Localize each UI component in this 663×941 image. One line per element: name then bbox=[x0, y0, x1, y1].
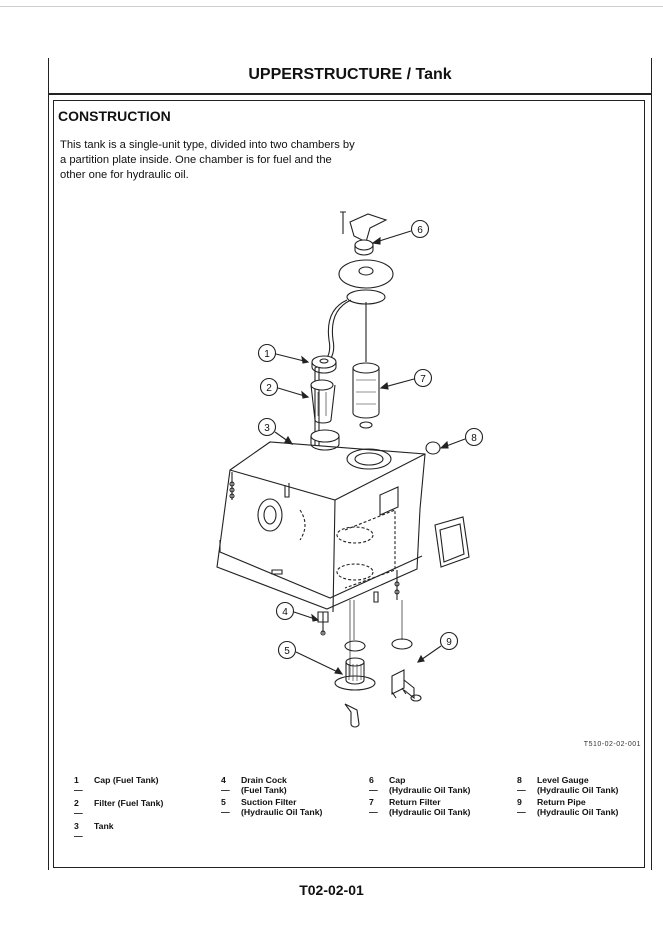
callout-label-8: 8 bbox=[471, 433, 477, 444]
section-title: CONSTRUCTION bbox=[58, 108, 171, 124]
fuel-cap bbox=[311, 355, 337, 374]
legend-text: Tank bbox=[94, 821, 114, 831]
page-title: UPPERSTRUCTURE / Tank bbox=[248, 66, 452, 83]
under-fittings bbox=[373, 570, 400, 603]
hydraulic-cap bbox=[354, 239, 374, 256]
return-filter-element bbox=[352, 302, 380, 429]
legend-subtext: (Hydraulic Oil Tank) bbox=[389, 785, 471, 795]
callout-label-4: 4 bbox=[282, 607, 288, 618]
header-rule bbox=[48, 93, 652, 95]
callout-label-9: 9 bbox=[446, 637, 452, 648]
callout-5 bbox=[277, 640, 344, 675]
o-rings bbox=[344, 638, 413, 652]
legend-num: 1— bbox=[74, 775, 83, 795]
legend-text: Level Gauge bbox=[537, 775, 589, 785]
level-gauge bbox=[425, 441, 470, 568]
legend-text: Filter (Fuel Tank) bbox=[94, 798, 164, 808]
callout-label-6: 6 bbox=[417, 225, 423, 236]
callout-1 bbox=[257, 343, 310, 364]
legend-subtext: (Hydraulic Oil Tank) bbox=[537, 807, 619, 817]
callout-3 bbox=[257, 417, 294, 445]
callout-label-7: 7 bbox=[420, 374, 426, 385]
legend-num: 7— bbox=[369, 797, 378, 817]
return-pipe-fitting bbox=[391, 669, 422, 702]
legend-text: Suction Filter bbox=[241, 797, 297, 807]
frame-right-rule bbox=[651, 58, 652, 870]
cover-plate bbox=[338, 259, 394, 305]
legend-num: 9— bbox=[517, 797, 526, 817]
callout-label-3: 3 bbox=[264, 423, 270, 434]
page-number: T02-02-01 bbox=[299, 882, 364, 898]
legend-text: Cap (Fuel Tank) bbox=[94, 775, 159, 785]
legend-text: Return Filter bbox=[389, 797, 441, 807]
bracket-and-bolt bbox=[340, 211, 388, 243]
callout-label-1: 1 bbox=[264, 349, 270, 360]
drain-cock bbox=[317, 611, 329, 636]
legend-subtext: (Fuel Tank) bbox=[241, 785, 287, 795]
suction-filter bbox=[334, 657, 376, 728]
left-bolts bbox=[229, 472, 235, 500]
callout-9 bbox=[417, 631, 459, 663]
legend-num: 6— bbox=[369, 775, 378, 795]
assembly-lines bbox=[349, 600, 403, 690]
figure-code: T510-02-02-001 bbox=[583, 741, 641, 748]
intro-paragraph: This tank is a single-unit type, divided… bbox=[60, 139, 355, 181]
legend-num: 8— bbox=[517, 775, 526, 795]
top-rule bbox=[0, 6, 663, 7]
callout-8 bbox=[439, 427, 484, 449]
legend-num: 2— bbox=[74, 798, 83, 818]
callout-2 bbox=[259, 377, 310, 399]
callout-7 bbox=[379, 368, 433, 390]
tank-body bbox=[216, 429, 426, 613]
legend-subtext: (Hydraulic Oil Tank) bbox=[537, 785, 619, 795]
legend-text: Drain Cock bbox=[241, 775, 287, 785]
legend-text: Return Pipe bbox=[537, 797, 586, 807]
legend-subtext: (Hydraulic Oil Tank) bbox=[241, 807, 323, 817]
legend-num: 4— bbox=[221, 775, 230, 795]
frame-left-rule bbox=[48, 58, 49, 870]
callout-6 bbox=[371, 219, 430, 245]
fuel-filter bbox=[310, 379, 336, 424]
callout-label-5: 5 bbox=[284, 646, 290, 657]
callout-4 bbox=[275, 601, 320, 622]
legend-text: Cap bbox=[389, 775, 406, 785]
callout-label-2: 2 bbox=[266, 383, 272, 394]
legend-num: 3— bbox=[74, 821, 83, 841]
legend-subtext: (Hydraulic Oil Tank) bbox=[389, 807, 471, 817]
legend-num: 5— bbox=[221, 797, 230, 817]
content-box bbox=[53, 100, 645, 868]
